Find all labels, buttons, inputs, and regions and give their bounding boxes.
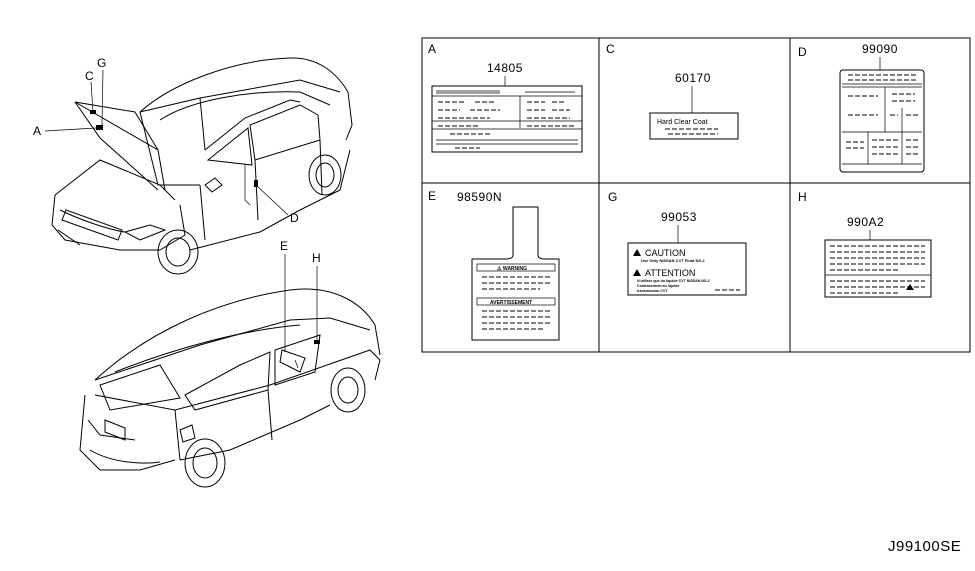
cell-e-letter: E — [428, 189, 436, 203]
label-g-attention: ATTENTION — [645, 268, 695, 278]
callout-e: E — [280, 239, 288, 253]
label-e-card — [471, 206, 560, 341]
cell-a-letter: A — [428, 42, 436, 56]
caution-triangle-icon — [633, 249, 641, 256]
label-a-card — [431, 85, 583, 153]
cell-e-part-number: 98590N — [457, 190, 502, 204]
cell-g: G 99053 CAUTION Use Only NISSAN CVT Flui… — [608, 190, 747, 296]
label-c-text: Hard Clear Coat — [657, 119, 708, 126]
label-d-card — [839, 69, 925, 173]
cell-a-part-number: 14805 — [487, 61, 523, 75]
hood-label-a — [96, 125, 103, 130]
cell-a: A 14805 — [428, 42, 583, 153]
label-e-warning: ⚠ WARNING — [497, 266, 527, 272]
callout-c: C — [85, 69, 94, 83]
label-grid — [421, 37, 971, 353]
label-g-caution: CAUTION — [645, 248, 686, 258]
rear-car-callouts: E H — [280, 239, 321, 352]
cell-g-letter: G — [608, 190, 617, 204]
diagram-id: J99100SE — [888, 538, 961, 555]
attention-triangle-icon — [633, 269, 641, 276]
cell-d: D 99090 — [798, 42, 925, 173]
label-h-icon — [906, 284, 914, 290]
cell-h-part-number: 990A2 — [847, 215, 884, 229]
cell-d-part-number: 99090 — [862, 42, 898, 56]
cell-c-letter: C — [606, 42, 615, 56]
cell-h-letter: H — [798, 190, 807, 204]
cell-c: C 60170 Hard Clear Coat — [606, 42, 739, 140]
rear-car-drawing — [79, 288, 381, 488]
callout-h: H — [312, 251, 321, 265]
label-g-attention-line1: N'utiliser que du liquide CVT NISSAN NS-… — [637, 279, 710, 283]
label-g-card — [627, 242, 747, 296]
label-c-card — [649, 112, 739, 140]
callout-g: G — [97, 56, 106, 70]
label-g-attention-line2: Contrairement au liquide — [637, 284, 679, 288]
door-label-d — [254, 180, 258, 187]
cell-h: H 990A2 — [798, 190, 932, 298]
label-g-attention-line3: transmission CVT — [637, 289, 668, 293]
label-e-avertissement: AVERTISSEMENT — [490, 300, 532, 306]
cell-e: E 98590N ⚠ WARNING AVERTISSEMENT — [428, 189, 560, 341]
front-car-drawing — [51, 57, 353, 275]
cell-g-part-number: 99053 — [661, 210, 697, 224]
label-h-card — [824, 239, 932, 298]
cell-c-part-number: 60170 — [675, 71, 711, 85]
callout-d: D — [290, 211, 299, 225]
front-car-callouts: A C G D — [33, 56, 299, 225]
cell-d-letter: D — [798, 45, 807, 59]
callout-a: A — [33, 124, 41, 138]
label-g-caution-line: Use Only NISSAN CVT Fluid NS-2 — [641, 258, 705, 263]
